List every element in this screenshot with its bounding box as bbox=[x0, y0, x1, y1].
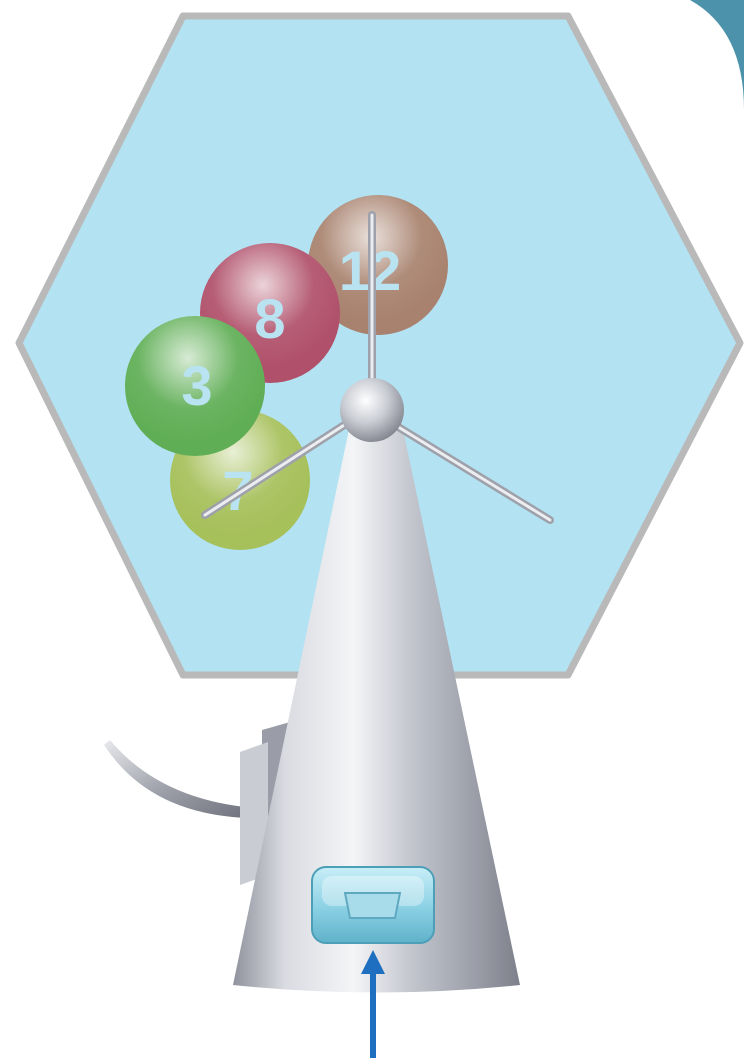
curved-arm bbox=[104, 740, 255, 818]
ball-8-label: 8 bbox=[254, 287, 285, 350]
corner-decoration bbox=[690, 0, 744, 110]
slot-icon bbox=[345, 893, 400, 918]
ball-3-label: 3 bbox=[181, 354, 212, 417]
hub bbox=[340, 378, 404, 442]
ball-3: 3 bbox=[125, 316, 265, 456]
slot-button[interactable] bbox=[312, 867, 434, 943]
